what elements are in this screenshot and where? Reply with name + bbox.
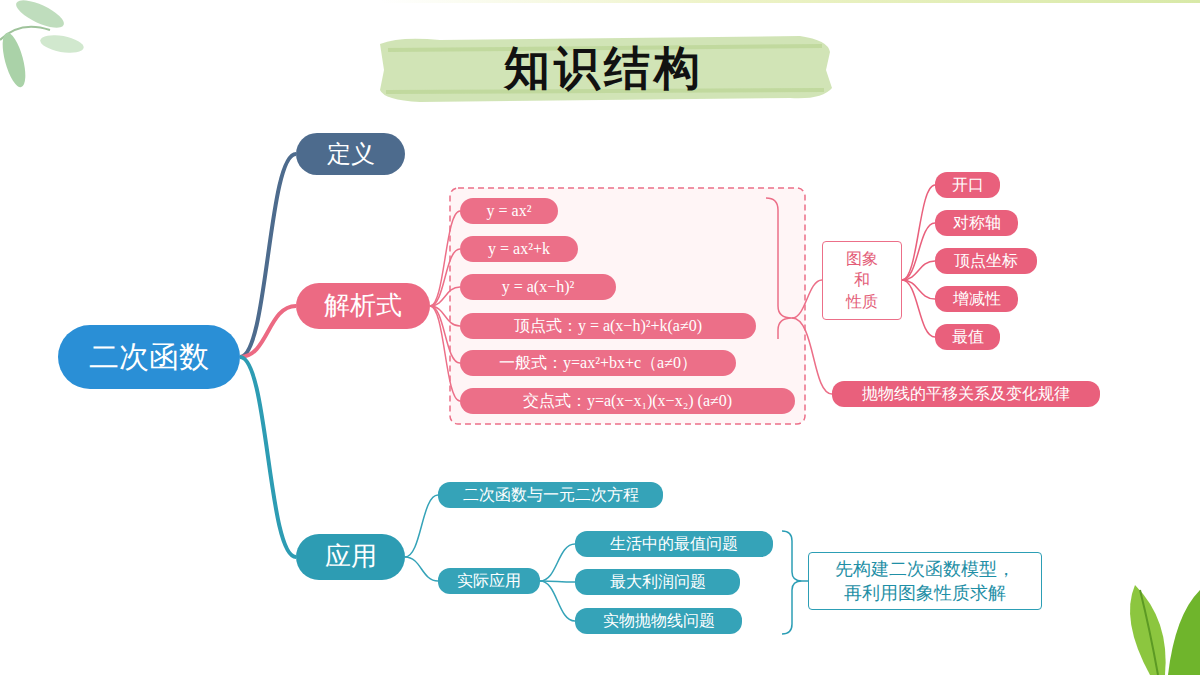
bracket-lead bbox=[792, 318, 832, 394]
property-pill: 对称轴 bbox=[935, 210, 1018, 235]
application-pill: 实物抛物线问题 bbox=[575, 608, 742, 634]
branch-connector bbox=[240, 306, 296, 357]
node-label: 实物抛物线问题 bbox=[603, 611, 715, 630]
formula-group bbox=[450, 188, 805, 424]
node-label: y = ax²+k bbox=[488, 239, 550, 258]
node-label: 实际应用 bbox=[457, 571, 521, 590]
title-band: 知识结构 bbox=[378, 38, 830, 100]
top-band bbox=[380, 0, 1200, 3]
node-label: 先构建二次函数模型，再利用图象性质求解 bbox=[834, 557, 1016, 606]
branch-connector bbox=[902, 223, 935, 280]
title-brush bbox=[380, 36, 832, 102]
branch-connector bbox=[902, 280, 935, 337]
property-pill: 最值 bbox=[935, 324, 1000, 349]
branch-connector bbox=[902, 185, 935, 280]
node-label: 二次函数与一元二次方程 bbox=[463, 485, 639, 504]
branch-topic: 应用 bbox=[296, 534, 405, 580]
branch-connector bbox=[240, 154, 296, 357]
application-pill: 最大利润问题 bbox=[575, 569, 740, 595]
property-pill: 开口 bbox=[935, 172, 1000, 197]
note-box: 先构建二次函数模型，再利用图象性质求解 bbox=[808, 552, 1042, 610]
application-pill: 实际应用 bbox=[438, 568, 540, 594]
node-label: 增减性 bbox=[953, 289, 1001, 308]
node-label: 顶点式：y = a(x−h)²+k(a≠0) bbox=[514, 316, 702, 335]
node-label: 应用 bbox=[325, 541, 377, 572]
node-label: 开口 bbox=[952, 175, 984, 194]
node-label: 最大利润问题 bbox=[610, 572, 706, 591]
node-label: 定义 bbox=[327, 140, 375, 169]
property-pill: 抛物线的平移关系及变化规律 bbox=[832, 381, 1100, 406]
title-text: 知识结构 bbox=[504, 38, 704, 100]
branch-connector bbox=[240, 357, 296, 557]
node-label: 对称轴 bbox=[953, 213, 1001, 232]
application-pill: 生活中的最值问题 bbox=[575, 531, 773, 557]
node-label: 图象 和 性质 bbox=[845, 248, 879, 313]
property-box: 图象 和 性质 bbox=[822, 241, 902, 320]
branch-connector bbox=[540, 544, 575, 581]
node-label: 生活中的最值问题 bbox=[610, 534, 738, 553]
formula-pill: 交点式：y=a(x−x₁)(x−x₂) (a≠0) bbox=[460, 388, 795, 414]
node-label: 解析式 bbox=[324, 290, 402, 321]
node-label: 一般式：y=ax²+bx+c（a≠0） bbox=[499, 353, 697, 372]
node-label: y = ax² bbox=[487, 201, 532, 220]
branch-connector bbox=[430, 306, 460, 401]
formula-pill: 顶点式：y = a(x−h)²+k(a≠0) bbox=[460, 313, 756, 339]
property-pill: 增减性 bbox=[935, 286, 1018, 311]
property-pill: 顶点坐标 bbox=[935, 248, 1037, 273]
node-label: 交点式：y=a(x−x₁)(x−x₂) (a≠0) bbox=[523, 391, 732, 410]
branch-connector bbox=[405, 557, 438, 581]
node-label: 顶点坐标 bbox=[954, 251, 1018, 270]
bracket bbox=[782, 531, 802, 634]
branch-connector bbox=[405, 495, 438, 557]
node-label: 二次函数 bbox=[89, 339, 209, 375]
leaf-decoration bbox=[0, 0, 85, 89]
node-label: y = a(x−h)² bbox=[502, 277, 575, 296]
bracket bbox=[766, 198, 792, 339]
application-pill: 二次函数与一元二次方程 bbox=[438, 482, 663, 507]
leaf-decoration bbox=[1130, 585, 1200, 675]
node-label: 抛物线的平移关系及变化规律 bbox=[862, 384, 1070, 403]
branch-connector bbox=[902, 261, 935, 280]
formula-pill: 一般式：y=ax²+bx+c（a≠0） bbox=[460, 350, 736, 376]
formula-pill: y = ax²+k bbox=[460, 236, 578, 262]
branch-connector bbox=[430, 249, 460, 306]
node-label: 最值 bbox=[952, 327, 984, 346]
formula-pill: y = ax² bbox=[460, 198, 558, 224]
branch-connector bbox=[540, 581, 575, 621]
formula-pill: y = a(x−h)² bbox=[460, 274, 616, 300]
branch-topic: 定义 bbox=[296, 133, 405, 175]
root-topic: 二次函数 bbox=[58, 325, 240, 389]
bracket-lead bbox=[792, 280, 822, 318]
branch-connector bbox=[430, 287, 460, 306]
branch-topic: 解析式 bbox=[296, 283, 430, 329]
branch-connector bbox=[430, 211, 460, 306]
